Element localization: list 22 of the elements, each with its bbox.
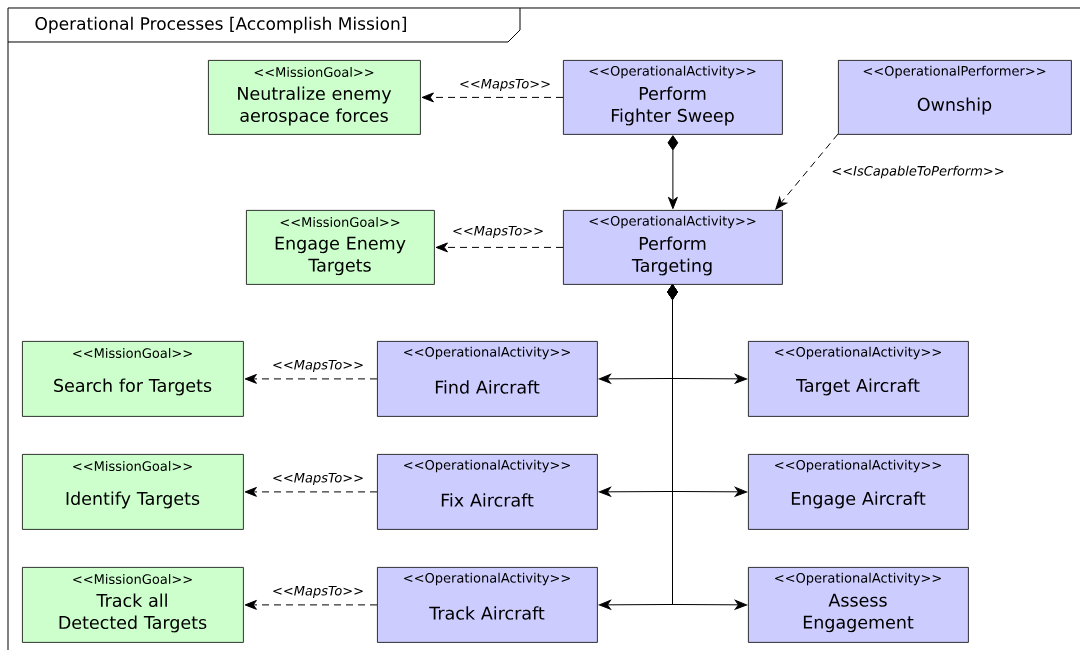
arrow — [421, 92, 564, 103]
goal-box: <<MissionGoal>> Neutralize enemy aerospace forces — [208, 60, 421, 135]
arrow — [667, 135, 679, 210]
arrow — [244, 486, 378, 497]
arrow — [775, 133, 839, 210]
activity-box: <<OperationalActivity>> Engage Aircraft — [748, 454, 969, 530]
arrow — [667, 284, 748, 610]
goal-box: <<MissionGoal>> Engage Enemy Targets — [246, 210, 435, 285]
goal-box: <<MissionGoal>> Identify Targets — [22, 454, 244, 530]
arrow — [435, 242, 564, 253]
activity-box: <<OperationalActivity>> Perform Fighter Sweep — [563, 60, 783, 135]
activity-box: <<OperationalActivity>> Track Aircraft — [377, 567, 598, 643]
goal-box: <<MissionGoal>> Track all Detected Targets — [22, 567, 244, 643]
activity-box: <<OperationalActivity>> Find Aircraft — [377, 341, 598, 417]
activity-box: <<OperationalActivity>> Fix Aircraft — [377, 454, 598, 530]
activity-box: <<OperationalActivity>> Assess Engagement — [748, 567, 969, 643]
arrow — [244, 373, 378, 384]
arrow — [244, 599, 378, 610]
activity-box: <<OperationalActivity>> Perform Targeting — [563, 210, 783, 285]
activity-box: <<OperationalPerformer>> Ownship — [838, 60, 1072, 135]
activity-box: <<OperationalActivity>> Target Aircraft — [748, 341, 969, 417]
goal-box: <<MissionGoal>> Search for Targets — [22, 341, 244, 417]
